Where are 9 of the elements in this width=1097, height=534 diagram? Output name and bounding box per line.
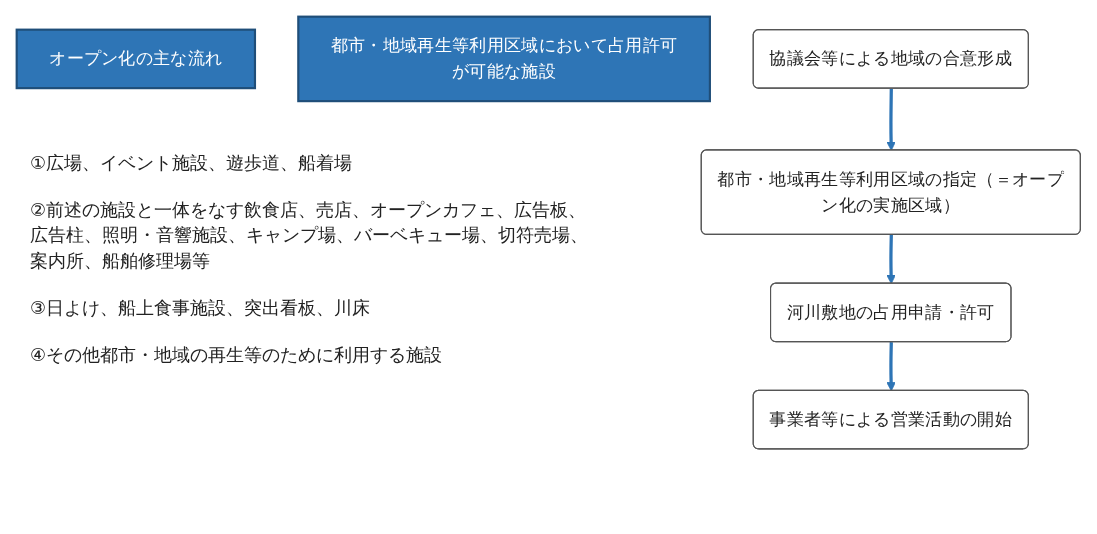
arrow [886,234,896,285]
list-item-text: ③日よけ、船上食事施設、突出看板、川床 [30,295,372,320]
arrow [886,88,896,151]
list-item-text: ④その他都市・地域の再生等のために利用する施設 [30,342,444,367]
arrow [886,342,896,392]
node-box: 都市・地域再生等利用区域において占用許可が可能な施設 [297,15,711,103]
list-item-text: ①広場、イベント施設、遊歩道、船着場 [30,151,354,175]
node-box: オープン化の主な流れ [15,28,257,90]
list-item-text: ②前述の施設と一体をなす飲食店、売店、オープンカフェ、広告板、広告柱、照明・音響施設、キャンプ場、バーベキュー場、切符売場、案内所、船舶修理場等 [30,198,589,273]
